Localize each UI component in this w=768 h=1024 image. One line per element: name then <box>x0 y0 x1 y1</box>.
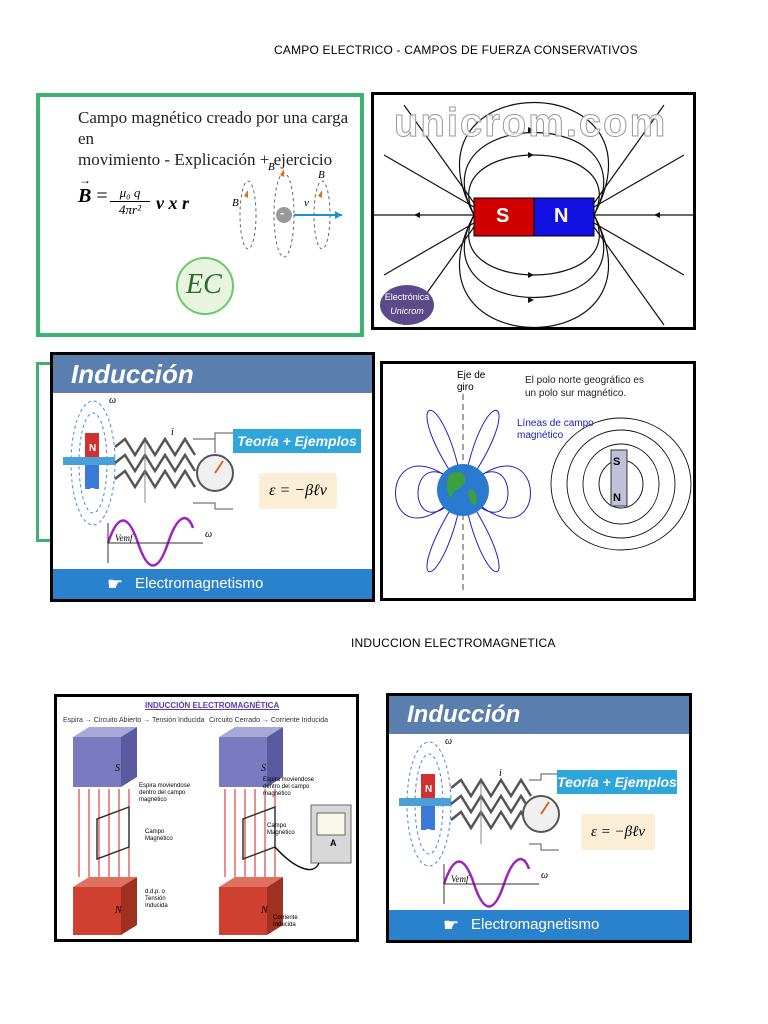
right-label1-line1: Espira moviendose <box>263 777 315 783</box>
left-label1-line1: Espira moviendose <box>139 783 191 789</box>
magnet-s-label: S <box>613 456 621 468</box>
green-frame-fragment <box>36 362 52 542</box>
v-label: v <box>304 197 309 209</box>
left-label3-line1: d.d.p. o <box>145 889 166 895</box>
left-label2-line1: Campo <box>145 829 165 835</box>
label-omega-bottom: ω <box>205 529 213 540</box>
label-vemf: Vemf <box>451 874 469 884</box>
footer-label: Electromagnetismo <box>135 575 264 592</box>
label-i: i <box>499 768 502 779</box>
teoria-ejemplos-badge: Teoría + Ejemplos <box>233 429 361 453</box>
card-induccion-electromagnetica-2: Inducción electromagnética N S i ω Vemf … <box>386 693 692 943</box>
ec-logo: EC <box>176 257 234 315</box>
left-pole-n: N <box>115 905 122 916</box>
label-n: N <box>89 443 97 454</box>
moving-charge-diagram <box>239 169 342 258</box>
page-heading-middle: INDUCCION ELECTROMAGNETICA <box>351 636 556 650</box>
induccion-title: Inducción electromagnética <box>389 696 689 766</box>
card-induccion-two-panel: INDUCCIÓN ELECTROMAGNÉTICA Espira → Circ… <box>54 694 359 942</box>
induction-diagram <box>399 741 560 908</box>
polo-text-line2: un polo sur magnético. <box>525 388 627 399</box>
right-label3-line1: Corriente <box>273 915 298 921</box>
charge-label: - <box>280 205 285 220</box>
card-earth-magnetic-field: Eje de giro El polo norte geográfico es … <box>380 361 696 601</box>
hand-pointer-icon: ☛ <box>443 915 460 935</box>
footer-label: Electromagnetismo <box>471 916 600 933</box>
right-pole-s: S <box>261 763 266 774</box>
card-bar-magnet-field: S N unicrom.com Electrónica Unicrom <box>371 92 696 330</box>
formula-rhs: v x r <box>156 193 189 213</box>
footer-electromagnetismo: ☛ Electromagnetismo <box>53 569 372 599</box>
left-label1-line3: magnético <box>139 797 167 803</box>
label-vemf: Vemf <box>115 533 133 543</box>
label-n: N <box>425 784 433 795</box>
left-label1-line2: dentro del campo <box>139 790 186 796</box>
page-heading-top: CAMPO ELECTRICO - CAMPOS DE FUERZA CONSE… <box>274 43 638 57</box>
polo-text-line1: El polo norte geográfico es <box>525 375 644 386</box>
formula-box: ε = −βℓv <box>259 473 337 509</box>
magnet-s-label: S <box>496 205 510 227</box>
unicrom-logo-line1: Electrónica <box>384 292 430 302</box>
label-i: i <box>171 427 174 438</box>
left-label3-line2: Tensión <box>145 896 166 902</box>
bar-magnet-field-lines <box>374 102 693 327</box>
induccion-title: Inducción electromagnética <box>53 355 372 427</box>
formula-numerator: μ₀ q <box>110 185 150 202</box>
label-omega-bottom: ω <box>541 870 549 881</box>
lineas-label-line2: magnético <box>517 430 564 441</box>
induction-diagram <box>63 400 234 567</box>
formula-denominator: 4πr² <box>119 202 141 217</box>
card5-title: INDUCCIÓN ELECTROMAGNÉTICA <box>145 701 280 710</box>
unicrom-logo-line2: Unicrom <box>390 306 424 316</box>
right-label1-line3: magnético <box>263 791 291 797</box>
label-omega-top: ω <box>109 395 117 406</box>
magnet-n-label: N <box>554 205 569 227</box>
left-caption: Espira → Circuito Abierto → Tensión Indu… <box>63 717 205 724</box>
left-label3-line3: Inducida <box>145 903 168 909</box>
card1-formula: B → = <box>78 173 108 207</box>
induction-two-panel-diagram <box>73 727 352 935</box>
formula-b-vector: B <box>78 185 92 207</box>
card1-title-line1: Campo magnético creado por una carga en <box>78 108 349 148</box>
right-label2-line1: Campo <box>267 823 287 829</box>
b-label-right: B <box>318 169 325 181</box>
b-label-left: B <box>232 197 239 209</box>
card1-title-line2: movimiento - Explicación + ejercicio <box>78 150 333 169</box>
label-s: S <box>425 828 432 839</box>
formula-box: ε = −βℓv <box>581 814 655 850</box>
formula-equals: = <box>96 185 108 207</box>
teoria-ejemplos-badge: Teoría + Ejemplos <box>557 770 677 794</box>
unicrom-logo: Electrónica Unicrom <box>380 285 434 325</box>
card-magnetic-field-moving-charge: Campo magnético creado por una carga en … <box>36 93 364 337</box>
eje-label: Eje de <box>457 370 486 381</box>
lineas-label-line1: Líneas de campo <box>517 418 594 429</box>
card-induccion-electromagnetica: Inducción electromagnética N S i ω Vemf … <box>50 352 375 602</box>
right-label1-line2: dentro del campo <box>263 784 310 790</box>
right-pole-n: N <box>261 905 268 916</box>
earth-field-diagram <box>395 394 692 594</box>
label-omega-top: ω <box>445 736 453 747</box>
label-s: S <box>89 487 96 498</box>
ec-logo-text: EC <box>186 269 222 300</box>
right-label2-line2: Magnético <box>267 830 295 836</box>
right-caption: Circuito Cerrado → Corriente Inducida <box>209 717 329 724</box>
hand-pointer-icon: ☛ <box>107 574 124 594</box>
footer-electromagnetismo: ☛ Electromagnetismo <box>389 910 689 940</box>
left-pole-s: S <box>115 763 120 774</box>
magnet-n-label: N <box>613 492 621 504</box>
b-label-center: B <box>268 161 275 173</box>
left-label2-line2: Magnético <box>145 836 173 842</box>
unicrom-watermark: unicrom.com <box>393 101 668 146</box>
right-label3-line2: Inducida <box>273 922 296 928</box>
meter-a-label: A <box>330 838 337 848</box>
giro-label: giro <box>457 382 474 393</box>
